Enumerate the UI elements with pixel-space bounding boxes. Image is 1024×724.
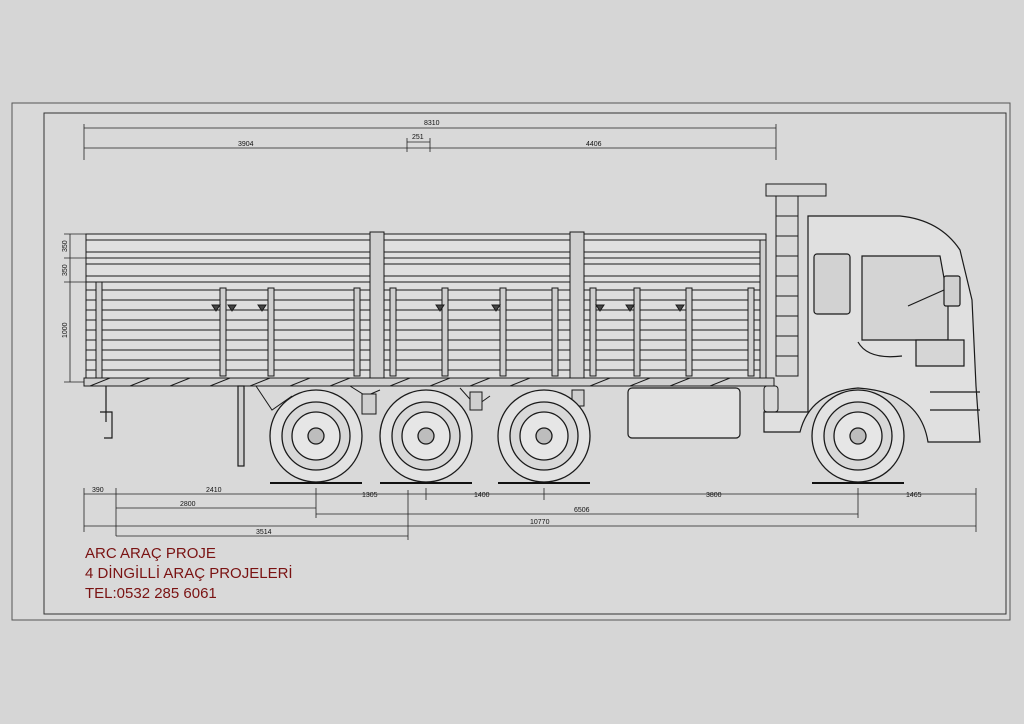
dim-side-height-3: 1000 [62, 322, 69, 338]
dim-overall-length: 10770 [530, 519, 550, 526]
suspension [255, 385, 585, 415]
dim-axle-1400: 1400 [474, 492, 490, 499]
dim-rear-axle-span: 2410 [206, 487, 222, 494]
dim-gap: 251 [412, 134, 424, 141]
dim-wheelbase-3800: 3800 [706, 492, 722, 499]
inner-frame [43, 112, 1007, 615]
dim-front-overhang: 1465 [906, 492, 922, 499]
phone-number: TEL:0532 285 6061 [85, 585, 217, 602]
top-dimensions [83, 124, 777, 160]
dim-side-height-1: 350 [62, 240, 69, 252]
dim-rear-body: 3904 [238, 141, 254, 148]
headboard-ladder [763, 183, 827, 413]
bottom-dimensions [83, 488, 977, 540]
dim-ref-3514: 3514 [256, 529, 272, 536]
fuel-tank [627, 387, 741, 439]
wheels [269, 389, 905, 483]
rear-bumper [100, 385, 245, 467]
dim-side-height-2: 350 [62, 264, 69, 276]
wheel-rear-3 [497, 389, 591, 483]
dim-total-length-top: 8310 [424, 120, 440, 127]
wheel-front [811, 389, 905, 483]
wheel-rear-1 [269, 389, 363, 483]
truck-cab [763, 215, 981, 443]
project-description: 4 DİNGİLLİ ARAÇ PROJELERİ [85, 565, 293, 582]
dim-axle-1305: 1305 [362, 492, 378, 499]
dim-rear-overhang: 390 [92, 487, 104, 494]
title-block: ARC ARAÇ PROJE 4 DİNGİLLİ ARAÇ PROJELERİ… [85, 544, 293, 604]
dim-axle-ref: 2800 [180, 501, 196, 508]
dim-front-body: 4406 [586, 141, 602, 148]
cargo-body [83, 231, 775, 387]
dim-wheelbase-6506: 6506 [574, 507, 590, 514]
wheel-rear-2 [379, 389, 473, 483]
company-name: ARC ARAÇ PROJE [85, 545, 216, 562]
